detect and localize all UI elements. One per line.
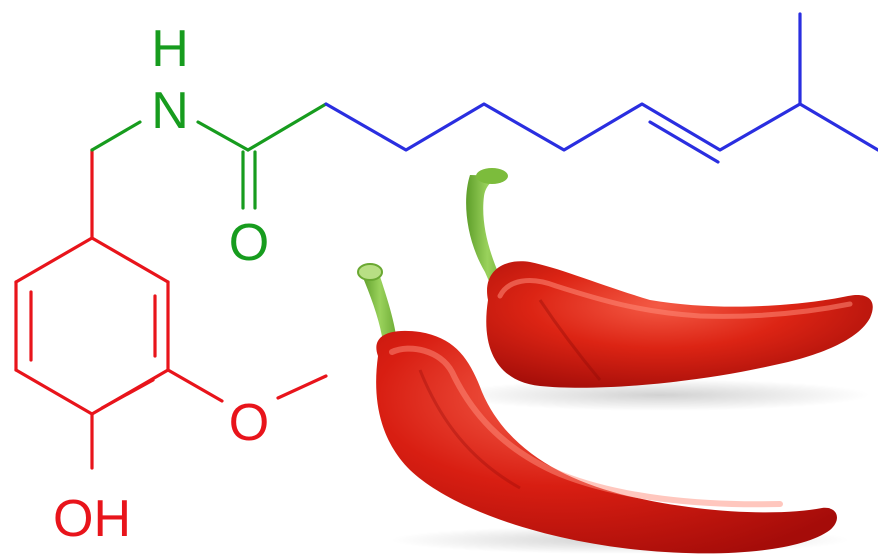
pepper-crease (538, 299, 602, 381)
alpha-bond (246, 102, 328, 152)
pepper-body (376, 330, 837, 554)
capsaicin-molecule: H N O O OH (14, 12, 878, 548)
ring-double-bond (100, 378, 155, 410)
stem-tip (476, 168, 508, 184)
pepper-highlight (389, 345, 783, 508)
n-c-bond (196, 120, 250, 152)
ring-bond (14, 236, 94, 284)
nh-hydrogen-label: H (151, 20, 189, 78)
amide-nitrogen-label: N (151, 82, 189, 140)
aromatic-ring (14, 148, 328, 470)
ether-oxygen-label: O (229, 394, 269, 452)
red-chili-pepper-icon (357, 263, 837, 554)
chili-peppers (357, 168, 873, 554)
ring-bond (14, 368, 94, 416)
pepper-shadow (450, 379, 870, 411)
ring-bond (90, 236, 170, 284)
stem-tip (357, 263, 383, 281)
pepper-stem (466, 175, 509, 300)
pepper-crease (418, 369, 521, 490)
carbonyl-oxygen-label: O (229, 214, 269, 272)
trans-double-bond (648, 120, 720, 164)
hydroxyl-label: OH (53, 490, 131, 548)
alkyl-chain (324, 12, 878, 164)
methoxy-bond (166, 368, 224, 403)
pepper-stem (362, 270, 398, 352)
amide-group (90, 102, 328, 210)
chain-backbone (324, 102, 878, 152)
methyl-bond (276, 374, 328, 400)
c-n-bond (90, 120, 142, 152)
pepper-highlight (497, 278, 853, 319)
red-chili-pepper-icon (466, 168, 873, 388)
